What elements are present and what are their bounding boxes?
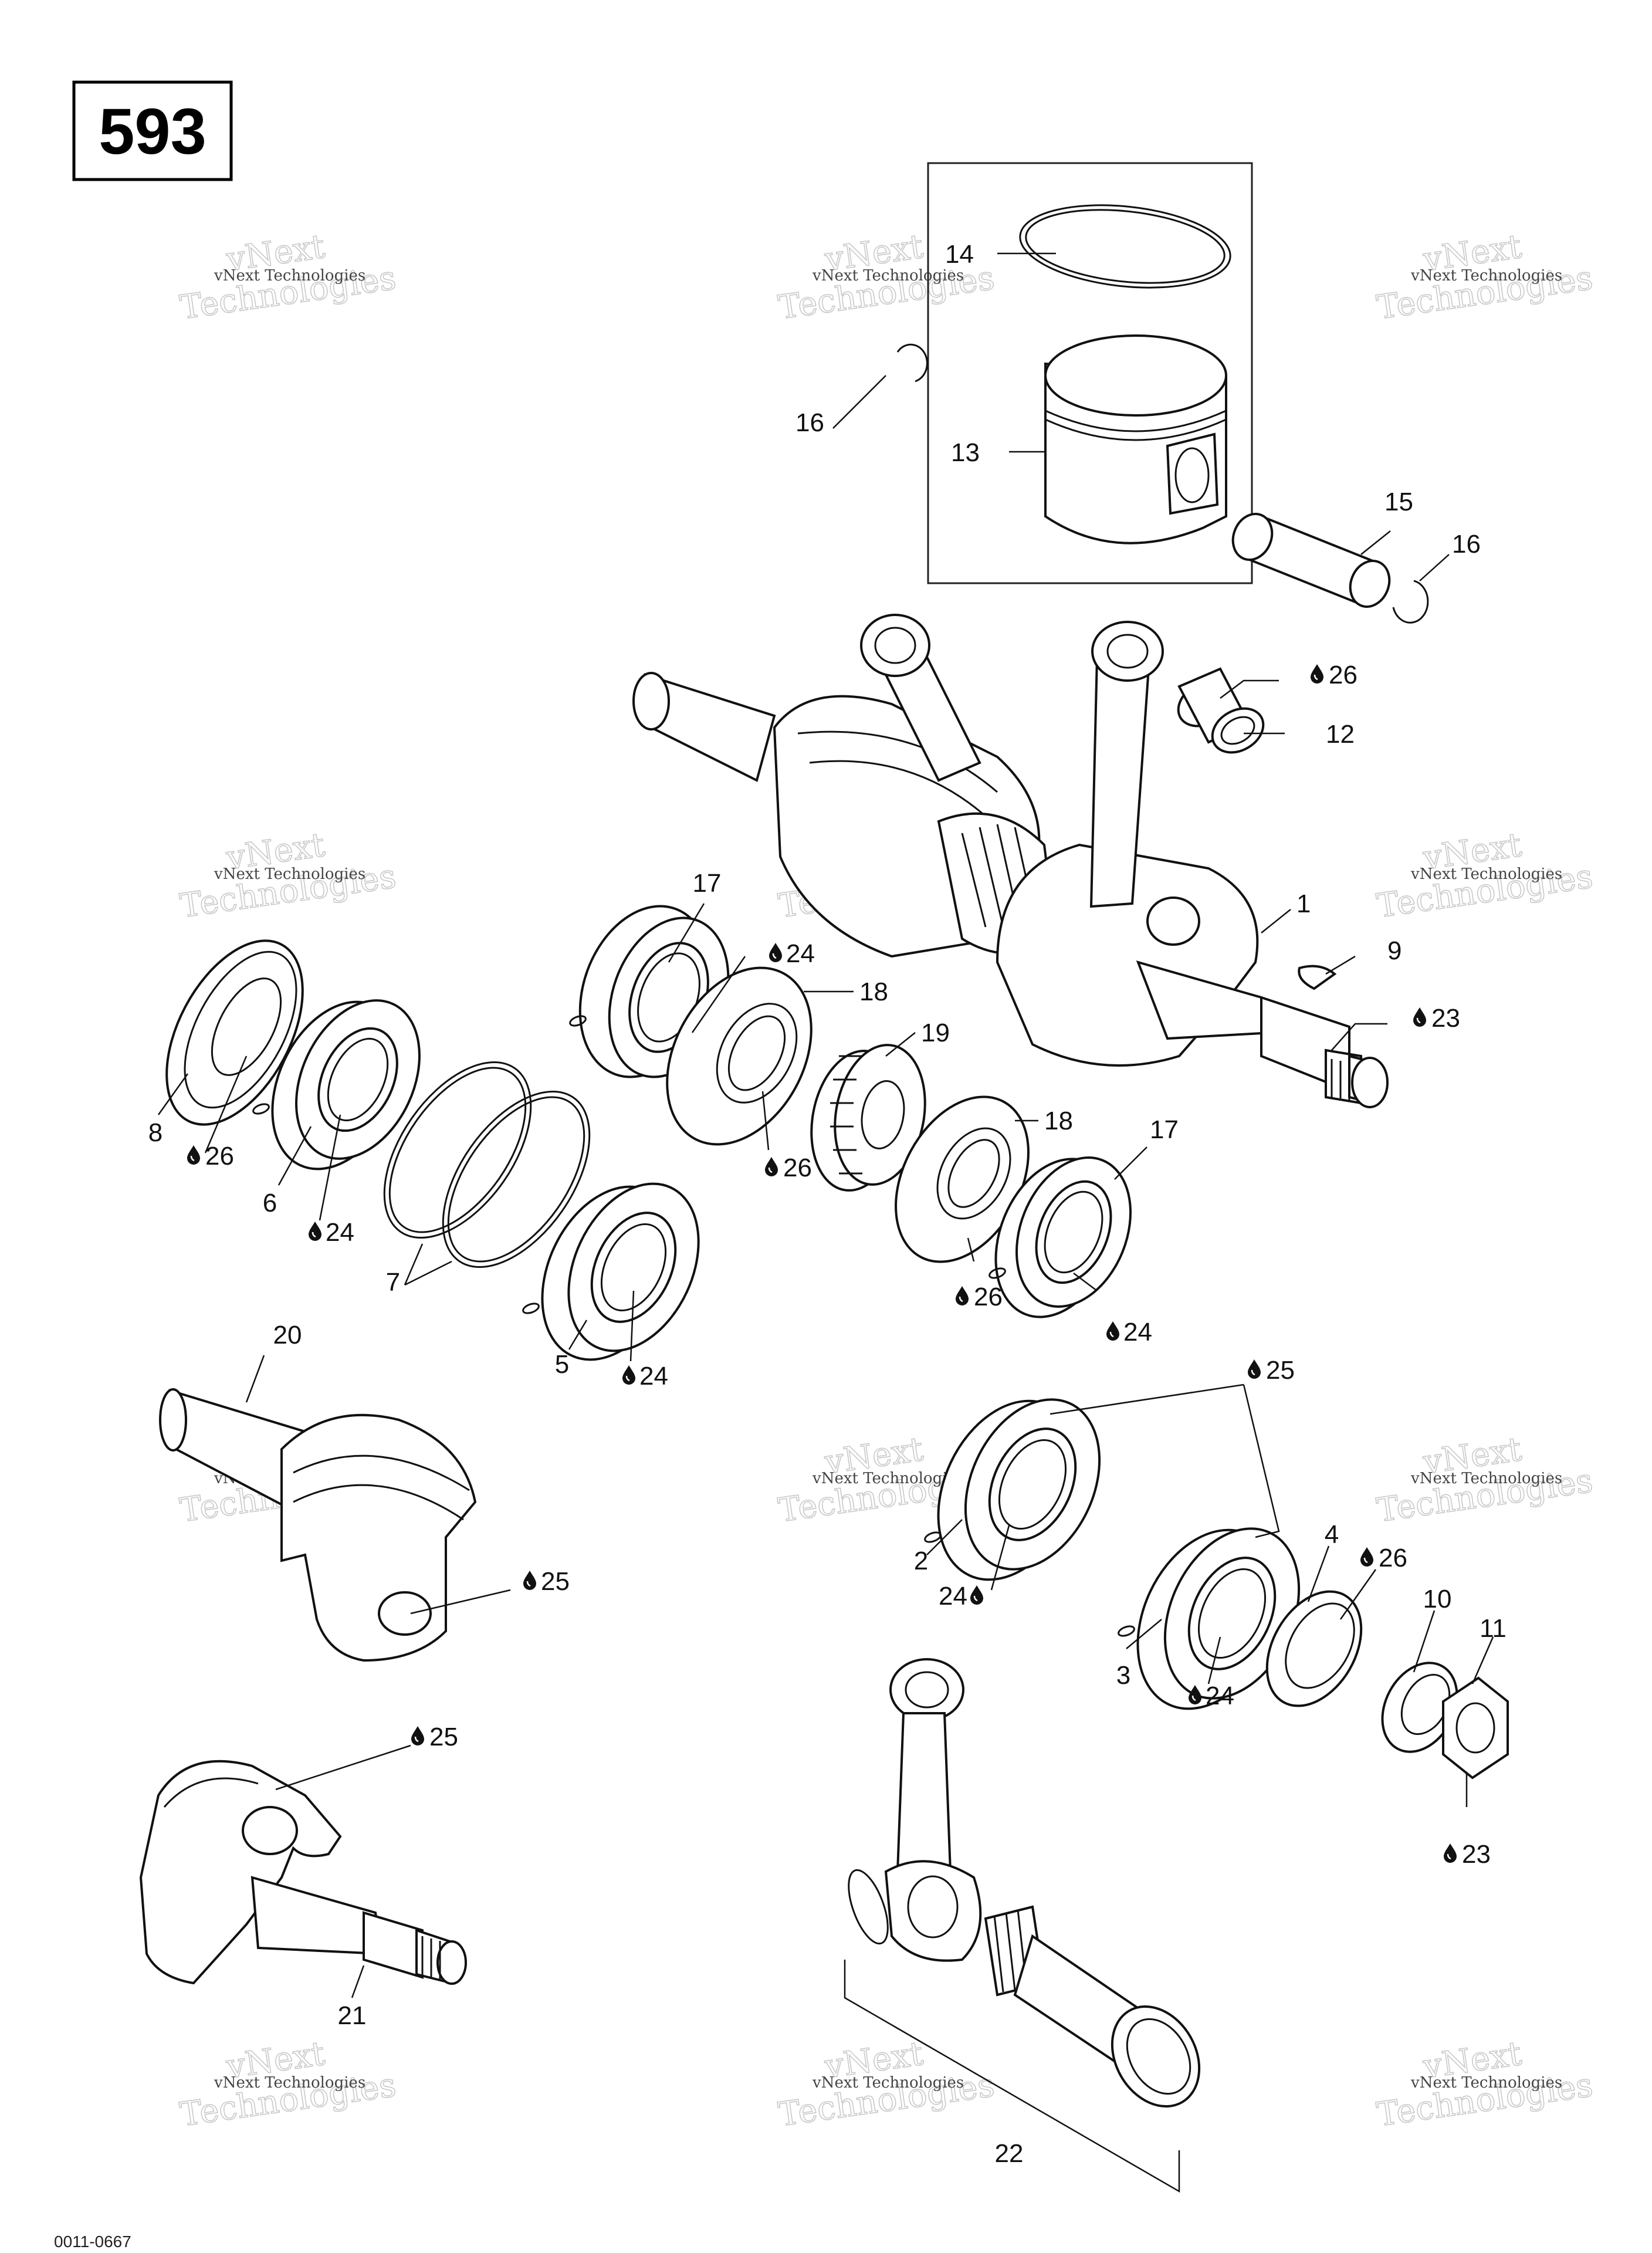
- dowel-pin: [989, 1267, 1006, 1279]
- needle-bearing: [1177, 667, 1265, 754]
- piston-kit-frame: [927, 162, 1253, 584]
- piston-pin: [1231, 513, 1391, 608]
- svg-text:24: 24: [639, 1362, 668, 1391]
- piston-ring: [1019, 204, 1231, 289]
- svg-text:18: 18: [859, 977, 888, 1006]
- bearing-5: [541, 1182, 700, 1361]
- dowel-pin: [569, 1015, 587, 1027]
- crankshaft-half-mag: [139, 1760, 467, 1985]
- svg-text:23: 23: [1431, 1004, 1460, 1033]
- oil-seal-upper: [666, 966, 813, 1146]
- svg-text:24: 24: [326, 1218, 354, 1247]
- svg-text:25: 25: [1266, 1356, 1295, 1385]
- svg-text:17: 17: [693, 869, 722, 898]
- svg-text:vNext Technologies: vNext Technologies: [214, 865, 365, 883]
- svg-text:18: 18: [1044, 1107, 1073, 1135]
- svg-text:11: 11: [1480, 1614, 1507, 1643]
- svg-text:vNext Technologies: vNext Technologies: [1410, 1470, 1562, 1487]
- leader-lines: [157, 252, 1494, 1998]
- page-number: 593: [99, 96, 206, 168]
- svg-text:4: 4: [1325, 1520, 1339, 1549]
- piston: [1044, 334, 1227, 544]
- svg-text:25: 25: [429, 1723, 458, 1751]
- connecting-rod-kit: [844, 1658, 1201, 2193]
- svg-text:20: 20: [273, 1321, 302, 1349]
- svg-text:24: 24: [786, 939, 815, 968]
- hex-nut: [1442, 1676, 1509, 1780]
- svg-text:vNext Technologies: vNext Technologies: [812, 1470, 964, 1487]
- svg-text:13: 13: [951, 438, 980, 467]
- ball-bearing-lower: [994, 1156, 1132, 1318]
- circlip-right: [1392, 580, 1429, 624]
- crankshaft-half-pto: [159, 1388, 477, 1662]
- bearing-3: [1136, 1527, 1301, 1710]
- svg-text:vNext Technologies: vNext Technologies: [812, 267, 964, 285]
- svg-text:9: 9: [1387, 936, 1402, 965]
- svg-text:vNext Technologies: vNext Technologies: [1410, 2074, 1562, 2092]
- svg-text:2: 2: [914, 1547, 928, 1575]
- svg-text:23: 23: [1462, 1840, 1491, 1869]
- svg-text:1: 1: [1296, 889, 1311, 918]
- footer-code: 0011-0667: [54, 2232, 131, 2251]
- bearing-6: [271, 999, 421, 1171]
- callouts: 14 13 16 15 16 26 12 17 24 1 9 23 18 19 …: [148, 240, 1507, 2168]
- svg-text:24: 24: [1123, 1318, 1152, 1347]
- svg-text:17: 17: [1150, 1115, 1179, 1144]
- seal-4: [1265, 1590, 1363, 1707]
- svg-text:7: 7: [386, 1268, 400, 1297]
- svg-text:22: 22: [995, 2139, 1024, 2168]
- svg-text:26: 26: [1379, 1544, 1407, 1572]
- svg-text:16: 16: [1452, 530, 1481, 559]
- dowel-pin: [924, 1531, 942, 1543]
- svg-text:21: 21: [338, 2001, 367, 2030]
- bearing-2: [937, 1398, 1101, 1581]
- svg-text:vNext Technologies: vNext Technologies: [214, 2074, 365, 2092]
- dowel-pin: [252, 1103, 270, 1115]
- svg-text:19: 19: [921, 1019, 950, 1047]
- retaining-rings: [383, 1061, 591, 1268]
- dowel-pin: [522, 1303, 540, 1314]
- pump-drive-gear: [810, 1044, 926, 1192]
- svg-text:26: 26: [205, 1142, 234, 1171]
- oil-seal-lower: [895, 1095, 1030, 1263]
- svg-text:14: 14: [945, 240, 974, 269]
- circlip-left: [896, 343, 928, 383]
- svg-text:vNext Technologies: vNext Technologies: [1410, 865, 1562, 883]
- svg-text:16: 16: [795, 408, 824, 437]
- svg-text:26: 26: [974, 1283, 1003, 1311]
- svg-text:24: 24: [939, 1582, 967, 1611]
- svg-text:8: 8: [148, 1118, 163, 1147]
- svg-text:26: 26: [1329, 661, 1358, 689]
- svg-text:6: 6: [263, 1189, 277, 1217]
- svg-text:24: 24: [1206, 1682, 1234, 1710]
- page-number-box: [72, 80, 233, 181]
- svg-text:26: 26: [783, 1153, 812, 1182]
- svg-text:vNext Technologies: vNext Technologies: [812, 2074, 964, 2092]
- dowel-pin: [1118, 1625, 1135, 1637]
- svg-text:25: 25: [541, 1567, 570, 1596]
- svg-text:12: 12: [1326, 720, 1355, 749]
- crankshaft-assembly: [632, 614, 1389, 1108]
- svg-text:vNext Technologies: vNext Technologies: [1410, 267, 1562, 285]
- svg-text:15: 15: [1384, 488, 1413, 516]
- svg-text:3: 3: [1116, 1661, 1130, 1690]
- svg-text:10: 10: [1423, 1585, 1452, 1613]
- woodruff-key: [1298, 965, 1337, 990]
- svg-text:vNext Technologies: vNext Technologies: [214, 267, 365, 285]
- svg-text:5: 5: [555, 1350, 569, 1379]
